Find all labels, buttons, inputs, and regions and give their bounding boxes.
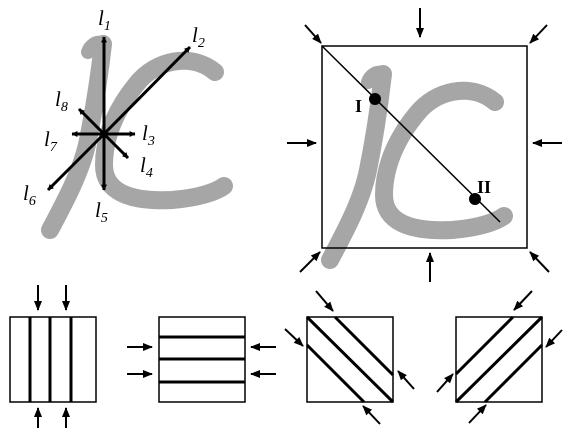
bottom-panel-vertical xyxy=(9,285,97,428)
label-l3: l3 xyxy=(142,121,155,149)
line-l6 xyxy=(46,132,106,192)
label-l4: l4 xyxy=(140,153,153,181)
square-frame xyxy=(9,316,97,403)
scan-line xyxy=(454,315,544,404)
diagonal-line xyxy=(321,45,501,223)
point-icon xyxy=(369,93,381,105)
arrow-icon xyxy=(468,404,487,424)
label-l6: l6 xyxy=(23,181,36,209)
point-label-II: II xyxy=(477,177,491,197)
bounding-box xyxy=(321,45,528,249)
center-directions xyxy=(46,36,192,192)
line-l4 xyxy=(102,132,130,160)
arrow-icon xyxy=(529,251,550,273)
scan-line xyxy=(333,315,395,377)
arrow-icon xyxy=(529,24,548,44)
arrow-icon xyxy=(315,290,334,312)
arrow-icon xyxy=(299,251,321,273)
bottom-panel-horizontal xyxy=(127,316,276,403)
arrow-icon xyxy=(362,405,381,425)
point-label-I: I xyxy=(355,96,362,116)
arrow-icon xyxy=(397,370,415,390)
scan-line xyxy=(305,343,366,404)
line-l8 xyxy=(77,107,106,136)
glyph-k xyxy=(50,43,224,230)
square-frame xyxy=(306,316,394,403)
top-left-panel: l1 l2 l3 l4 l5 l6 l7 l8 xyxy=(23,6,224,230)
label-l1: l1 xyxy=(98,6,111,34)
arrow-icon xyxy=(436,373,454,393)
arrow-icon xyxy=(545,329,563,348)
line-l2 xyxy=(102,45,192,136)
label-l8: l8 xyxy=(55,87,68,115)
bottom-panel-diagonal-main xyxy=(284,290,415,425)
arrow-icon xyxy=(513,290,533,311)
label-l2: l2 xyxy=(192,23,205,51)
label-l7: l7 xyxy=(44,127,58,155)
top-right-panel: I II xyxy=(287,8,562,282)
scan-line xyxy=(483,343,544,404)
arrow-icon xyxy=(304,24,322,44)
scan-line xyxy=(305,315,395,404)
label-l5: l5 xyxy=(95,198,108,226)
scan-line xyxy=(454,315,515,376)
arrow-icon xyxy=(284,328,304,347)
square-frame xyxy=(455,316,543,403)
point-icon xyxy=(469,193,481,205)
bottom-panel-diagonal-anti xyxy=(436,290,563,424)
